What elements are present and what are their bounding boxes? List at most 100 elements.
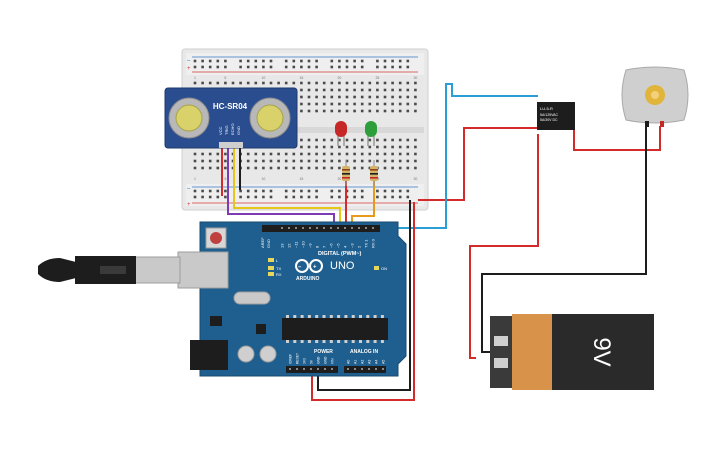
breadboard-rail-hole bbox=[398, 195, 402, 199]
breadboard-rail-hole bbox=[208, 59, 212, 63]
breadboard-hole bbox=[307, 152, 311, 156]
analog-pin-socket[interactable] bbox=[375, 368, 377, 370]
digital-pin-socket[interactable] bbox=[302, 227, 304, 229]
breadboard-rail-hole bbox=[406, 189, 410, 193]
digital-pin-socket[interactable] bbox=[351, 227, 353, 229]
breadboard-rail-hole bbox=[376, 195, 379, 199]
breadboard-hole bbox=[277, 81, 280, 85]
battery-9v[interactable]: 9V bbox=[490, 314, 654, 390]
digital-pin-socket[interactable] bbox=[281, 227, 283, 229]
resistor-2[interactable] bbox=[370, 160, 378, 186]
dc-motor[interactable] bbox=[621, 66, 689, 127]
breadboard-hole bbox=[360, 145, 364, 149]
digital-pin-socket[interactable] bbox=[295, 227, 297, 229]
led-red[interactable] bbox=[335, 121, 347, 146]
breadboard-hole bbox=[345, 81, 349, 85]
breadboard-bottom-rail bbox=[186, 184, 424, 206]
power-pin-socket[interactable] bbox=[303, 368, 305, 370]
breadboard-hole bbox=[414, 109, 417, 113]
analog-pin-socket[interactable] bbox=[354, 368, 356, 370]
breadboard-hole bbox=[376, 95, 379, 99]
wire-gnd-black[interactable] bbox=[317, 200, 411, 391]
digital-pin-socket[interactable] bbox=[323, 227, 325, 229]
breadboard-hole bbox=[414, 159, 417, 163]
onboard-led-l bbox=[268, 258, 274, 262]
power-pin-socket[interactable] bbox=[310, 368, 312, 370]
breadboard-hole bbox=[414, 166, 417, 170]
wire-relay-arduino-blue[interactable] bbox=[365, 83, 538, 229]
digital-pin-socket[interactable] bbox=[309, 227, 311, 229]
analog-pin-socket[interactable] bbox=[347, 368, 349, 370]
digital-pin-socket[interactable] bbox=[358, 227, 360, 229]
power-pin-socket[interactable] bbox=[296, 368, 298, 370]
onboard-led-rx-label: RX bbox=[276, 272, 282, 277]
digital-pin-socket[interactable] bbox=[316, 227, 318, 229]
chip-pin bbox=[286, 315, 289, 318]
analog-pin-socket[interactable] bbox=[361, 368, 363, 370]
motor-terminal-1 bbox=[645, 121, 649, 127]
wire-relay-motor-red[interactable] bbox=[573, 126, 661, 151]
breadboard-rail-hole bbox=[391, 189, 394, 193]
led-green-body bbox=[365, 121, 377, 137]
breadboard-hole bbox=[383, 145, 387, 149]
crystal-oscillator bbox=[233, 291, 271, 305]
breadboard-rail-hole bbox=[262, 195, 265, 199]
breadboard-hole bbox=[368, 152, 372, 156]
digital-pin-label: ~6 bbox=[329, 243, 334, 248]
breadboard-hole bbox=[193, 166, 197, 170]
digital-pin-label: 2 bbox=[357, 245, 362, 248]
sensor-mesh-right bbox=[256, 104, 284, 132]
breadboard-hole bbox=[345, 145, 349, 149]
power-pin-socket[interactable] bbox=[324, 368, 326, 370]
power-pin-socket[interactable] bbox=[289, 368, 291, 370]
digital-pin-socket[interactable] bbox=[288, 227, 290, 229]
ultrasonic-sensor[interactable]: HC-SR04 VCC TRIG ECHO GND bbox=[164, 87, 298, 149]
breadboard-hole bbox=[406, 152, 410, 156]
breadboard-hole bbox=[224, 166, 227, 170]
breadboard-hole bbox=[391, 81, 394, 85]
breadboard-rail-hole bbox=[383, 65, 387, 69]
analog-pin-socket[interactable] bbox=[368, 368, 370, 370]
breadboard-hole bbox=[208, 166, 212, 170]
breadboard-hole bbox=[391, 102, 394, 106]
relay[interactable]: LU-5-R 5A/125VAC 5A/30V DC bbox=[537, 102, 575, 130]
onboard-led-tx-label: TX bbox=[276, 266, 281, 271]
digital-pin-socket[interactable] bbox=[365, 227, 367, 229]
digital-pin-socket[interactable] bbox=[337, 227, 339, 229]
breadboard-rail-hole bbox=[284, 189, 288, 193]
digital-pin-label: ~10 bbox=[301, 240, 306, 248]
breadboard-hole bbox=[398, 81, 402, 85]
digital-pin-label: TX 1 bbox=[364, 239, 369, 248]
resistor-1[interactable] bbox=[342, 160, 350, 186]
wire-sensor-trig[interactable] bbox=[227, 148, 335, 228]
breadboard-hole bbox=[307, 145, 311, 149]
breadboard-hole bbox=[307, 88, 311, 92]
breadboard-rail-hole bbox=[224, 65, 227, 69]
chip-pin bbox=[300, 315, 304, 318]
wire-sensor-echo[interactable] bbox=[233, 148, 341, 228]
breadboard-hole bbox=[383, 88, 387, 92]
rail-plus-bottom: + bbox=[187, 202, 191, 208]
usb-cable[interactable] bbox=[38, 256, 181, 284]
breadboard-rail-hole bbox=[239, 189, 242, 193]
led-green[interactable] bbox=[365, 121, 377, 146]
power-pin-socket[interactable] bbox=[317, 368, 319, 370]
analog-pin-socket[interactable] bbox=[382, 368, 384, 370]
breadboard-rail-hole bbox=[360, 195, 364, 199]
breadboard-rail-hole bbox=[406, 65, 410, 69]
chip-pin bbox=[351, 315, 355, 318]
digital-pin-socket[interactable] bbox=[344, 227, 346, 229]
wire-relay-breadboard-red[interactable] bbox=[418, 127, 538, 201]
wire-battery-relay-red[interactable] bbox=[469, 134, 539, 359]
power-pin-socket[interactable] bbox=[331, 368, 333, 370]
breadboard-hole bbox=[345, 102, 349, 106]
breadboard-rail-hole bbox=[239, 65, 242, 69]
digital-pin-socket[interactable] bbox=[330, 227, 332, 229]
wire-motor-battery-black[interactable] bbox=[481, 126, 647, 353]
power-header-label: POWER bbox=[314, 349, 333, 355]
wire-5v-red[interactable] bbox=[311, 202, 415, 401]
breadboard-rail-hole bbox=[376, 65, 379, 69]
breadboard-hole bbox=[353, 102, 356, 106]
digital-pin-socket[interactable] bbox=[372, 227, 374, 229]
